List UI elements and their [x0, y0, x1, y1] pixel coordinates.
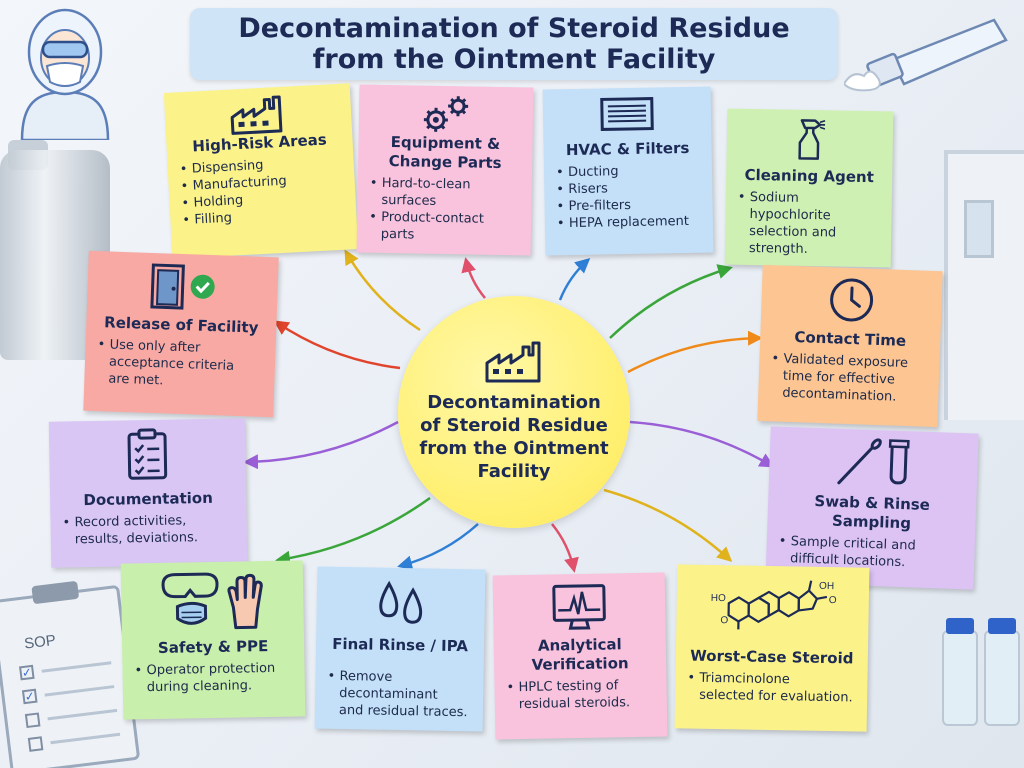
steroid-structure-icon: HO OH O O — [711, 580, 837, 630]
node-final-rinse-ipa: Final Rinse / IPA Remove decontaminant a… — [314, 566, 486, 732]
node-title: High-Risk Areas — [191, 130, 328, 156]
bullet: Sodium hypochlorite — [735, 189, 882, 226]
node-title: Contact Time — [794, 328, 907, 350]
filter-icon — [600, 97, 654, 131]
node-title: Safety & PPE — [157, 637, 269, 657]
node-title-line-1: Analytical — [537, 635, 622, 655]
bullet-continuation: parts — [380, 226, 415, 243]
droplets-icon — [379, 580, 423, 624]
ppe-icon — [161, 572, 263, 630]
node-high-risk-areas: High-Risk Areas Dispensing Manufacturing… — [163, 83, 359, 259]
ointment-tube-illustration — [844, 18, 1008, 92]
node-title-line-2: Change Parts — [388, 152, 502, 172]
connector-arrow-cleaning-agent — [609, 264, 733, 339]
atom-label: OH — [819, 581, 834, 592]
node-bullets: HPLC testing of residual steroids. — [504, 677, 657, 714]
node-title-line-1: Equipment & — [390, 133, 501, 153]
atom-label: O — [720, 615, 728, 626]
connector-arrow-hvac — [558, 258, 591, 301]
node-title: Cleaning Agent — [744, 165, 874, 187]
spray-bottle-icon — [798, 119, 826, 160]
connector-arrow-worst-case — [603, 488, 733, 563]
node-title: Worst-Case Steroid — [690, 646, 854, 668]
atom-label: HO — [711, 593, 726, 604]
node-title: Documentation — [83, 488, 213, 510]
node-title: HVAC & Filters — [565, 138, 690, 160]
connector-arrow-documentation — [243, 420, 399, 470]
node-bullets: Triamcinolone selected for evaluation. — [685, 669, 858, 706]
node-cleaning-agent: Cleaning Agent Sodium hypochlorite selec… — [724, 108, 894, 268]
node-bullets: Dispensing Manufacturing Holding Filling — [177, 153, 346, 230]
node-title: Final Rinse / IPA — [332, 634, 469, 656]
center-line-2: of Steroid Residue — [420, 415, 608, 436]
node-documentation: Documentation Record activities, results… — [48, 418, 248, 568]
connector-arrow-swab — [629, 420, 775, 468]
center-line-3: from the Ointment — [419, 438, 609, 459]
node-release-of-facility: Release of Facility Use only after accep… — [83, 250, 279, 418]
connector-arrow-analytical — [551, 523, 579, 573]
sample-vials-illustration — [938, 618, 1024, 728]
node-title-line-2: Sampling — [831, 511, 912, 533]
connector-arrow-final-rinse — [397, 523, 479, 571]
title-line-1: Decontamination of Steroid Residue — [238, 13, 790, 44]
bullet-continuation: selected for evaluation. — [699, 687, 853, 706]
swab-tube-icon — [837, 438, 910, 485]
node-safety-ppe: Safety & PPE Operator protection during … — [120, 560, 306, 720]
connector-arrow-safety — [275, 496, 431, 566]
connector-arrow-contact-time — [627, 330, 763, 374]
node-title-line-2: Verification — [531, 654, 629, 674]
bullet-continuation: and residual traces. — [338, 702, 468, 721]
connector-arrow-release — [273, 320, 401, 370]
door-check-icon — [150, 263, 215, 310]
node-worst-case-steroid: HO OH O O Worst-Case Steroid Triamcinolo… — [674, 564, 870, 732]
node-contact-time: Contact Time Validated exposure time for… — [757, 264, 943, 428]
monitor-chart-icon — [552, 584, 606, 630]
center-topic: Decontamination of Steroid Residue from … — [398, 296, 630, 528]
node-swab-rinse-sampling: Swab & Rinse Sampling Sample critical an… — [765, 426, 979, 590]
node-bullets: Use only after acceptance criteria are m… — [94, 336, 266, 393]
bullet-continuation: results, deviations. — [74, 530, 199, 548]
node-analytical-verification: Analytical Verification HPLC testing of … — [492, 572, 668, 740]
title-line-2: from the Ointment Facility — [312, 44, 716, 75]
connector-arrow-high-risk — [344, 249, 421, 332]
node-bullets: Record activities, results, deviations. — [60, 511, 237, 548]
node-equipment-change-parts: Equipment & Change Parts Hard-to-clean s… — [356, 84, 534, 256]
center-line-4: Facility — [477, 461, 551, 482]
bullet: Remove decontaminant — [325, 668, 474, 705]
node-bullets: Validated exposure time for effective de… — [768, 350, 930, 407]
node-hvac-filters: HVAC & Filters Ducting Risers Pre-filter… — [542, 86, 714, 256]
cleanroom-door — [944, 150, 1024, 420]
title-banner: Decontamination of Steroid Residue from … — [190, 8, 838, 80]
bullet-continuation: during cleaning. — [146, 678, 253, 696]
atom-label: O — [829, 595, 837, 606]
operator-in-ppe-illustration — [20, 8, 110, 140]
node-bullets: Hard-to-clean surfaces Product-contact p… — [367, 175, 522, 246]
node-bullets: Ducting Risers Pre-filters HEPA replacem… — [554, 162, 703, 233]
clock-icon — [830, 278, 874, 322]
bullet: HEPA replacement — [555, 213, 703, 233]
node-title: Release of Facility — [103, 313, 259, 337]
node-bullets: Sodium hypochlorite selection and streng… — [735, 189, 882, 260]
node-bullets: Remove decontaminant and residual traces… — [325, 668, 474, 722]
node-bullets: Operator protection during cleaning. — [132, 660, 295, 697]
connector-arrow-equipment — [461, 257, 486, 299]
factory-icon — [230, 95, 283, 135]
center-line-1: Decontamination — [427, 392, 601, 413]
factory-icon — [485, 341, 541, 383]
gears-icon — [423, 96, 469, 132]
bullet-continuation: strength. — [748, 240, 808, 257]
clipboard-icon — [127, 428, 168, 480]
bullet-continuation: residual steroids. — [518, 695, 631, 713]
